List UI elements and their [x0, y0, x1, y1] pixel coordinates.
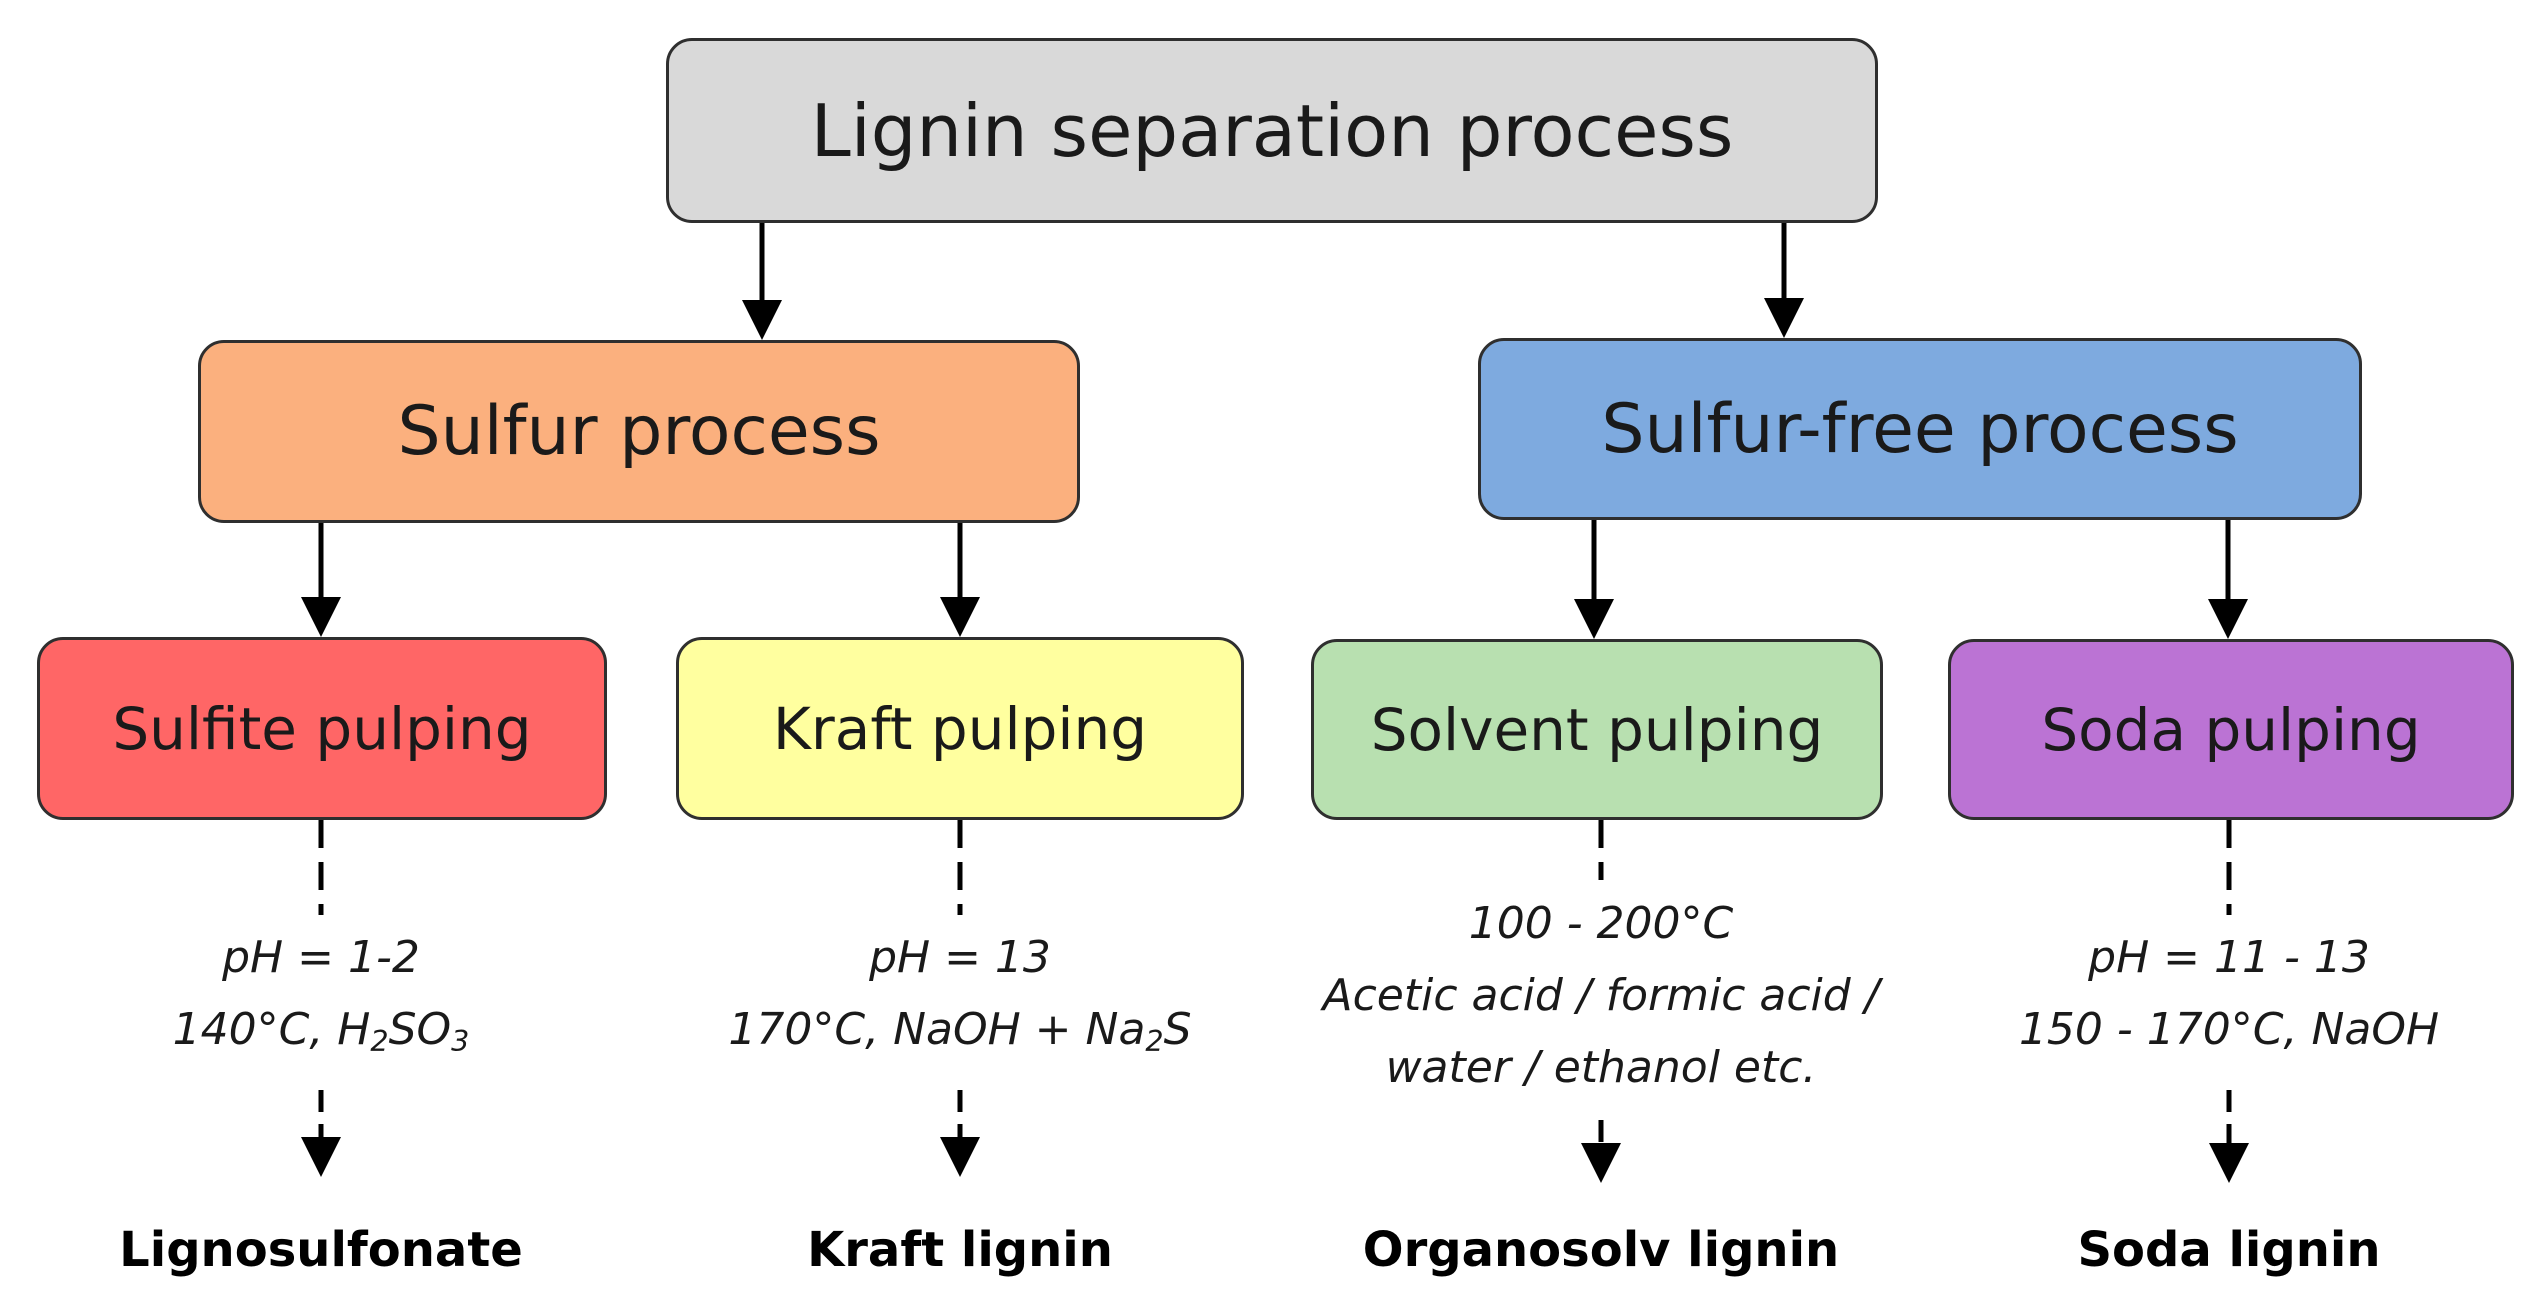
product-organosolv-lignin: Organosolv lignin [1362, 1222, 1840, 1278]
sulfur-free-process-box: Sulfur-free process [1478, 338, 2362, 520]
soda-pulping-box: Soda pulping [1948, 639, 2514, 820]
sulfite-ph: pH = 1-2 [222, 932, 420, 983]
kraft-pulping-box: Kraft pulping [676, 637, 1244, 820]
solvent-solvents-1: Acetic acid / formic acid / [1322, 970, 1880, 1021]
product-lignosulfonate: Lignosulfonate [119, 1222, 523, 1278]
kraft-ph: pH = 13 [869, 932, 1051, 983]
solvent-pulping-box: Solvent pulping [1311, 639, 1883, 820]
solvent-conditions: 100 - 200°C Acetic acid / formic acid / … [1271, 888, 1931, 1104]
soda-ph: pH = 11 - 13 [2088, 932, 2370, 983]
sulfite-pulping-box: Sulfite pulping [37, 637, 607, 820]
sulfite-conditions: pH = 1-2 140°C, H2SO3 [121, 922, 521, 1066]
root-box: Lignin separation process [666, 38, 1878, 223]
kraft-temp-reagent: 170°C, NaOH + Na2S [728, 1004, 1192, 1059]
solvent-solvents-2: water / ethanol etc. [1385, 1042, 1817, 1093]
product-kraft-lignin: Kraft lignin [807, 1222, 1113, 1278]
product-soda-lignin: Soda lignin [2077, 1222, 2381, 1278]
soda-temp-reagent: 150 - 170°C, NaOH [2018, 1004, 2440, 1055]
soda-conditions: pH = 11 - 13 150 - 170°C, NaOH [1939, 922, 2519, 1066]
solvent-temp: 100 - 200°C [1468, 898, 1734, 949]
sulfur-process-box: Sulfur process [198, 340, 1080, 523]
kraft-conditions: pH = 13 170°C, NaOH + Na2S [680, 922, 1240, 1066]
sulfite-temp-reagent: 140°C, H2SO3 [172, 1004, 470, 1059]
